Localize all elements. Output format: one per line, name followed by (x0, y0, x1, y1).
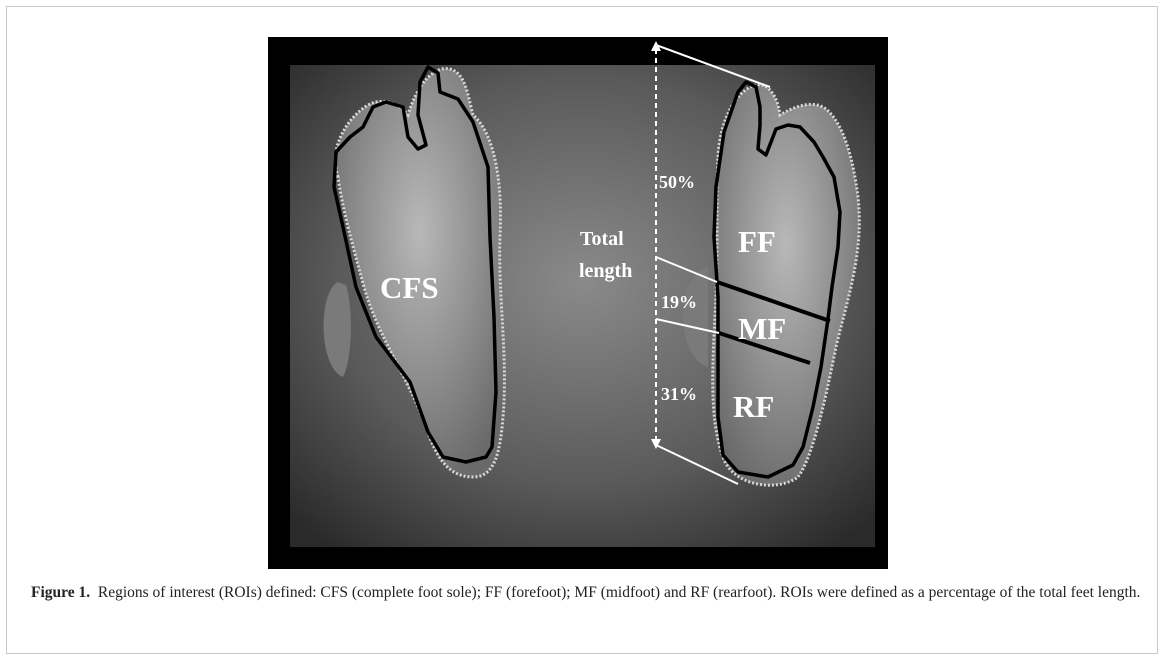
label-rf: RF (733, 389, 774, 424)
label-pct-rearfoot: 31% (661, 384, 697, 404)
label-total-line2: length (579, 260, 632, 282)
label-total-line1: Total (580, 228, 624, 250)
thermal-foot-image: CFS FF MF RF Total length 50% 19% 31% (268, 37, 888, 569)
caption-text: Regions of interest (ROIs) defined: CFS … (98, 584, 1141, 601)
label-ff: FF (738, 224, 776, 259)
label-cfs: CFS (380, 270, 439, 305)
figure-caption: Figure 1. Regions of interest (ROIs) def… (31, 583, 1141, 603)
label-mf: MF (738, 311, 786, 346)
label-pct-forefoot: 50% (659, 172, 695, 192)
caption-label: Figure 1. (31, 584, 90, 601)
label-pct-midfoot: 19% (661, 292, 697, 312)
